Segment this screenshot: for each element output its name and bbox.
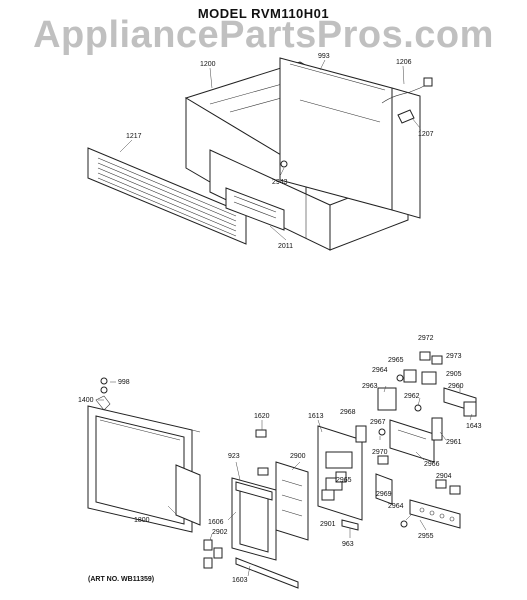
part-2969 — [375, 473, 393, 505]
relay-2963 — [377, 387, 397, 411]
part-2904 — [435, 479, 461, 495]
label-2973: 2973 — [446, 353, 462, 360]
label-2964-upper: 2964 — [372, 367, 388, 374]
choke-923 — [235, 481, 273, 501]
art-number: (ART NO. WB11359) — [88, 576, 155, 583]
latch-998 — [100, 377, 108, 394]
label-2967: 2967 — [370, 419, 386, 426]
door-1800 — [87, 405, 201, 533]
label-2965-upper: 2965 — [388, 357, 404, 364]
buttons-2902 — [203, 539, 223, 569]
label-1800: 1800 — [134, 517, 150, 524]
label-2966: 2966 — [424, 461, 440, 468]
label-998: 998 — [118, 379, 130, 386]
power-cord-1206 — [381, 77, 433, 104]
label-2964-lower: 2964 — [388, 503, 404, 510]
label-1207: 1207 — [418, 131, 434, 138]
label-1206: 1206 — [396, 59, 412, 66]
screw-2943 — [280, 160, 288, 168]
label-2904: 2904 — [436, 473, 452, 480]
part-1643 — [463, 401, 477, 417]
bar-1603 — [235, 557, 299, 589]
label-2902: 2902 — [212, 529, 228, 536]
switch-2905 — [421, 371, 437, 385]
bracket-2961 — [431, 417, 443, 441]
part-2970 — [377, 455, 389, 465]
part-2967 — [378, 428, 386, 436]
label-1400: 1400 — [78, 397, 94, 404]
label-2905: 2905 — [446, 371, 462, 378]
part-2964-upper — [396, 374, 404, 382]
label-2900: 2900 — [290, 453, 306, 460]
label-2943: 2943 — [272, 179, 288, 186]
label-1613: 1613 — [308, 413, 324, 420]
clip-1620 — [255, 429, 269, 476]
label-2011: 2011 — [278, 243, 293, 250]
lever-2901 — [321, 489, 335, 501]
label-2961: 2961 — [446, 439, 462, 446]
label-2969: 2969 — [376, 491, 392, 498]
label-1603: 1603 — [232, 577, 248, 584]
label-1620: 1620 — [254, 413, 270, 420]
control-panel-2900 — [275, 461, 309, 541]
label-2955: 2955 — [418, 533, 434, 540]
part-2964-lower — [400, 520, 408, 528]
label-963: 963 — [342, 541, 354, 548]
label-2963: 2963 — [362, 383, 378, 390]
switch-2965-lower — [335, 471, 347, 483]
part-2972 — [419, 351, 431, 361]
label-1606: 1606 — [208, 519, 224, 526]
label-1643: 1643 — [466, 423, 482, 430]
cord-bracket-1207 — [397, 109, 415, 124]
label-993: 993 — [318, 53, 330, 60]
hinge-1400 — [95, 395, 111, 411]
label-2901: 2901 — [320, 521, 336, 528]
pcb-2966 — [389, 419, 435, 463]
label-2965-lower: 2965 — [336, 477, 352, 484]
label-2960: 2960 — [448, 383, 464, 390]
part-2973 — [431, 355, 443, 365]
label-2968: 2968 — [340, 409, 356, 416]
model-title: MODEL RVM110H01 — [197, 6, 330, 21]
label-2970: 2970 — [372, 449, 388, 456]
clip-963 — [341, 519, 359, 531]
label-923: 923 — [228, 453, 240, 460]
filter-2011 — [225, 187, 285, 231]
vent-grille-1217 — [87, 147, 247, 245]
label-1200: 1200 — [200, 61, 216, 68]
back-panel-993 — [279, 57, 421, 219]
label-2972: 2972 — [418, 335, 434, 342]
board-2955 — [409, 499, 461, 529]
switch-2965-upper — [403, 369, 417, 383]
label-1217: 1217 — [126, 133, 142, 140]
switch-2968 — [355, 425, 367, 443]
label-2962: 2962 — [404, 393, 420, 400]
